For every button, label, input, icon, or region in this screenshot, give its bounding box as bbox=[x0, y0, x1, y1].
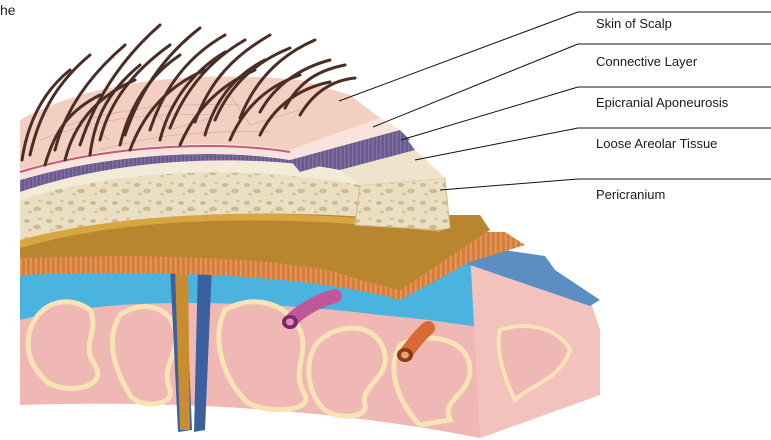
label-connective-layer: Connective Layer bbox=[596, 54, 698, 69]
label-pericranium: Pericranium bbox=[596, 187, 665, 202]
leader-line-skin bbox=[339, 12, 578, 101]
leader-line-pericranium bbox=[440, 179, 578, 190]
label-loose-areolar-tissue: Loose Areolar Tissue bbox=[596, 136, 717, 151]
pericranium-face bbox=[355, 178, 450, 230]
label-epicranial-aponeurosis: Epicranial Aponeurosis bbox=[596, 95, 729, 110]
leader-line-connective bbox=[373, 44, 578, 127]
leader-line-aponeurosis bbox=[401, 87, 578, 140]
label-skin-of-scalp: Skin of Scalp bbox=[596, 16, 672, 31]
leader-line-areolar bbox=[415, 128, 578, 160]
